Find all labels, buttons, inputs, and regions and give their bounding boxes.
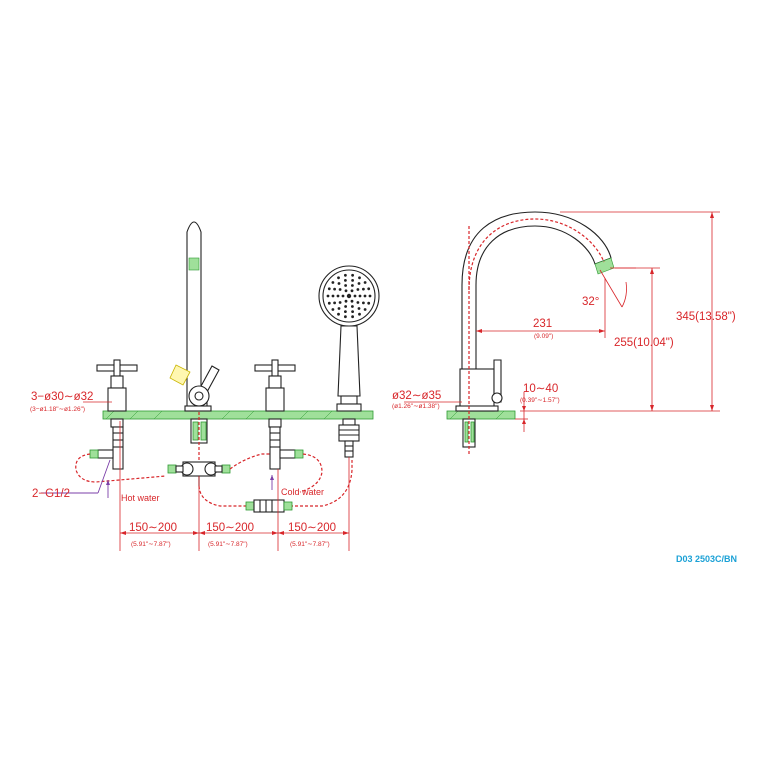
spray-hole — [333, 301, 336, 305]
spray-hole — [331, 281, 335, 284]
spray-hole — [357, 282, 361, 285]
spray-hole — [331, 294, 335, 298]
hot-water-label: Hot water — [121, 493, 160, 503]
spray-hole — [356, 288, 360, 291]
spray-hole — [344, 273, 347, 277]
spacing-3-label: 150∼200 — [288, 522, 336, 534]
spray-hole — [344, 289, 348, 293]
spray-hole — [357, 307, 361, 310]
spacing-3-inch-label: (5.91"∼7.87") — [290, 541, 330, 548]
spray-hole — [337, 312, 340, 316]
thread-size-label: 2−G1/2 — [32, 488, 70, 500]
spray-hole — [351, 305, 354, 308]
hot-water-valve — [89, 359, 138, 470]
spray-hole — [351, 315, 354, 319]
spray-hole — [344, 310, 347, 313]
spray-hole — [367, 301, 371, 305]
spray-hole — [327, 287, 331, 291]
spray-hole — [344, 284, 347, 287]
spray-hole — [358, 312, 361, 316]
side-spout — [455, 211, 615, 456]
base-hole-inch-label: (ø1.26"∼ø1.38") — [392, 403, 440, 410]
reach-inch-label: (9.09") — [534, 333, 553, 340]
deck-thickness-label: 10∼40 — [523, 383, 558, 395]
hole-diameter-label: 3−ø30∼ø32 — [31, 391, 93, 403]
spray-hole — [344, 299, 348, 303]
spray-hole — [351, 310, 354, 313]
reach-label: 231 — [533, 318, 552, 330]
spray-hole — [362, 287, 365, 291]
spacing-1-inch-label: (5.91"∼7.87") — [131, 541, 171, 548]
spray-hole — [367, 287, 371, 291]
hole-diameter-inch-label: (3−ø1.18"∼ø1.26") — [30, 406, 85, 413]
spray-hole — [337, 276, 340, 280]
hand-shower — [318, 265, 380, 458]
front-view: 3−ø30∼ø32 (3−ø1.18"∼ø1.26") 2−G1/2 Hot w… — [30, 221, 380, 551]
spray-hole — [338, 301, 342, 304]
hoses — [75, 453, 353, 513]
spray-hole — [362, 301, 365, 305]
cold-water-valve — [254, 359, 304, 470]
spray-hole — [358, 294, 362, 298]
total-height-label: 345(13.58") — [676, 311, 736, 323]
spray-hole — [341, 294, 345, 298]
spray-hole — [351, 273, 354, 277]
spray-hole — [351, 284, 354, 287]
deck-thickness-inch-label: (0.39"∼1.57") — [520, 397, 560, 404]
spray-hole — [344, 315, 347, 319]
angle-label: 32° — [582, 296, 599, 308]
spray-hole — [351, 279, 354, 282]
cold-water-label: Cold water — [281, 487, 324, 497]
spout-height-label: 255(10.04") — [614, 337, 674, 349]
product-code: D03 2503C/BN — [676, 554, 737, 564]
spray-hole — [337, 307, 341, 310]
side-deck-plate — [446, 410, 516, 420]
spray-hole — [344, 305, 347, 308]
spray-hole — [344, 279, 347, 282]
front-spout — [169, 221, 220, 468]
spray-hole — [346, 293, 352, 299]
spray-hole — [363, 308, 367, 311]
spray-hole — [363, 294, 367, 298]
spray-hole — [358, 276, 361, 280]
front-deck-plate — [102, 410, 374, 420]
spray-holes — [326, 273, 372, 319]
spray-hole — [350, 289, 354, 293]
spray-hole — [363, 281, 367, 284]
spray-hole — [326, 294, 330, 298]
spray-hole — [350, 299, 354, 303]
spray-hole — [333, 287, 336, 291]
mixing-body — [167, 461, 231, 486]
side-view: 32° 231 (9.09") 255(10.04") 345(13.58") … — [392, 211, 736, 456]
front-dimensions — [41, 401, 350, 551]
spray-hole — [327, 301, 331, 305]
side-dimensions — [404, 211, 720, 432]
spacing-1-label: 150∼200 — [129, 522, 177, 534]
base-hole-label: ø32∼ø35 — [392, 390, 441, 402]
spray-hole — [356, 301, 360, 304]
spray-hole — [331, 308, 335, 311]
spray-hole — [337, 282, 341, 285]
spray-hole — [353, 294, 357, 298]
spray-hole — [336, 294, 340, 298]
spacing-2-inch-label: (5.91"∼7.87") — [208, 541, 248, 548]
spray-hole — [338, 288, 342, 291]
spacing-2-label: 150∼200 — [206, 522, 254, 534]
spray-hole — [368, 294, 372, 298]
